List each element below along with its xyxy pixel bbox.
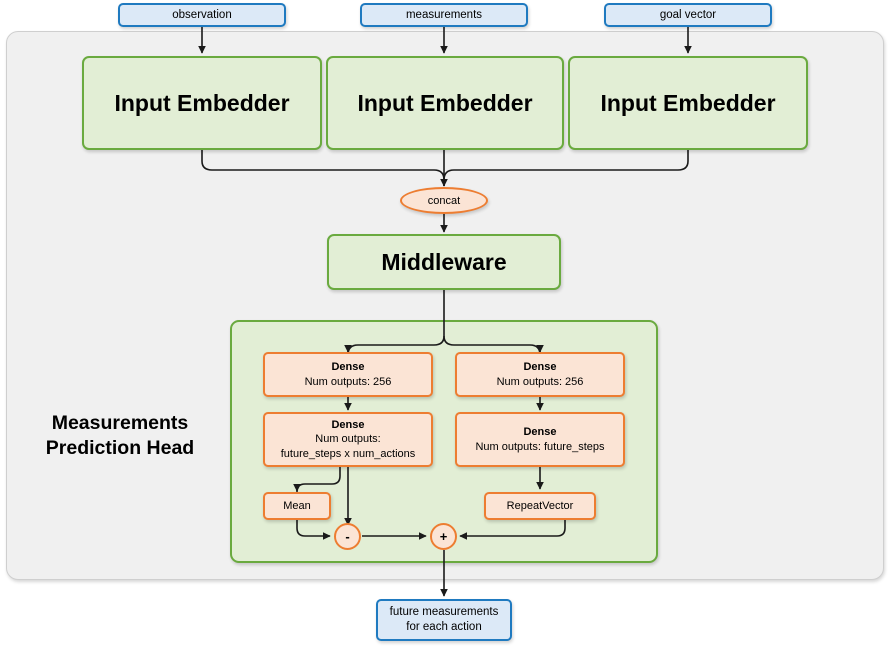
middleware-label: Middleware xyxy=(381,248,507,275)
add-operator[interactable]: + xyxy=(430,523,457,550)
left-dense-future-detail-line2: future_steps x num_actions xyxy=(280,447,416,460)
input-label-goal-vector: goal vector xyxy=(659,8,717,21)
concat-label: concat xyxy=(427,194,461,207)
left-dense-future-title: Dense xyxy=(331,418,365,431)
right-dense-future-detail: Num outputs: future_steps xyxy=(475,440,605,453)
output-label-line1: future measurements xyxy=(389,606,499,618)
input-embedder-2[interactable]: Input Embedder xyxy=(326,56,564,150)
subtract-operator[interactable]: - xyxy=(334,523,361,550)
mean-block[interactable]: Mean xyxy=(263,492,331,520)
input-label-measurements: measurements xyxy=(405,8,483,21)
prediction-head-title-line1: Measurements xyxy=(51,412,189,434)
right-dense-future-title: Dense xyxy=(523,426,557,438)
left-dense-256-detail: Num outputs: 256 xyxy=(304,375,392,388)
left-dense-256-title: Dense xyxy=(331,361,365,373)
input-box-measurements[interactable]: measurements xyxy=(360,3,528,27)
middleware-block[interactable]: Middleware xyxy=(327,234,561,290)
input-embedder-1-label: Input Embedder xyxy=(114,89,290,116)
add-operator-label: + xyxy=(439,529,448,544)
right-dense-future-steps[interactable]: Dense Num outputs: future_steps xyxy=(455,412,625,467)
input-box-observation[interactable]: observation xyxy=(118,3,286,27)
prediction-head-title: Measurements Prediction Head xyxy=(22,411,218,461)
right-dense-256[interactable]: Dense Num outputs: 256 xyxy=(455,352,625,397)
concat-node[interactable]: concat xyxy=(400,187,488,214)
input-embedder-2-label: Input Embedder xyxy=(357,89,533,116)
prediction-head-title-line2: Prediction Head xyxy=(45,437,195,459)
input-embedder-1[interactable]: Input Embedder xyxy=(82,56,322,150)
input-embedder-3[interactable]: Input Embedder xyxy=(568,56,808,150)
output-label-line2: for each action xyxy=(406,621,482,633)
repeat-vector-block[interactable]: RepeatVector xyxy=(484,492,596,520)
left-dense-future-steps-actions[interactable]: Dense Num outputs: future_steps x num_ac… xyxy=(263,412,433,467)
left-dense-future-detail-line1: Num outputs: xyxy=(315,433,381,446)
left-dense-256[interactable]: Dense Num outputs: 256 xyxy=(263,352,433,397)
input-box-goal-vector[interactable]: goal vector xyxy=(604,3,772,27)
subtract-operator-label: - xyxy=(345,529,350,544)
mean-label: Mean xyxy=(283,499,311,512)
right-dense-256-detail: Num outputs: 256 xyxy=(496,375,584,388)
right-dense-256-title: Dense xyxy=(523,361,557,373)
input-embedder-3-label: Input Embedder xyxy=(600,89,776,116)
repeat-vector-label: RepeatVector xyxy=(506,499,574,512)
input-label-observation: observation xyxy=(172,8,232,21)
output-box-future-measurements[interactable]: future measurements for each action xyxy=(376,599,512,641)
